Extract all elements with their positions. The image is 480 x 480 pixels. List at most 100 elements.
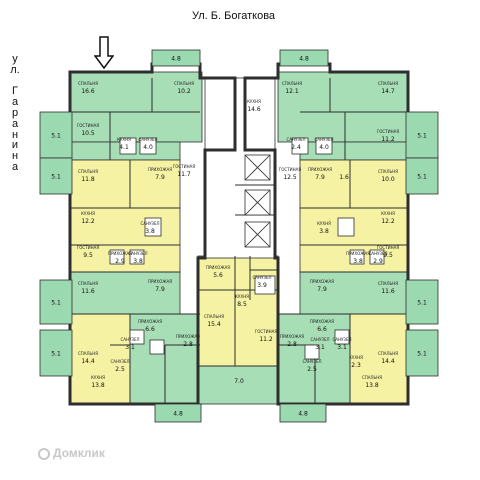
room-area-label: 14.6: [247, 106, 261, 113]
room-type-label: СПАЛЬНЯ: [78, 281, 98, 286]
room-area-label: 12.2: [81, 218, 95, 225]
room-area-label: 6.6: [317, 326, 327, 333]
balcony-area-label: 5.1: [51, 133, 61, 140]
room-type-label: ГОСТИНАЯ: [173, 164, 196, 169]
balcony: [279, 403, 327, 423]
room-area-label: 3.8: [133, 258, 143, 265]
room-area-label: 6.6: [145, 326, 155, 333]
room-type-label: КУХНЯ: [381, 211, 395, 216]
balcony-area-label: 5.1: [417, 300, 427, 307]
apartment-zone: [69, 71, 203, 143]
room-type-label: САНУЗЕЛ: [286, 137, 305, 142]
street-left-letter: у: [12, 53, 18, 65]
watermark-text: Домклик: [53, 446, 105, 460]
balcony-area-label: 5.1: [417, 133, 427, 140]
room-type-label: КУХНЯ: [317, 221, 331, 226]
room-type-label: СПАЛЬНЯ: [174, 81, 194, 86]
elevator-shaft-cross: [244, 189, 271, 216]
room-type-label: СПАЛЬНЯ: [282, 81, 302, 86]
street-left-letter: Г: [12, 85, 18, 98]
room-area-label: 11.6: [381, 288, 395, 295]
room-area-label: 3.9: [257, 282, 267, 289]
bathroom-fixture: [291, 137, 309, 155]
bathroom-fixture: [119, 137, 137, 155]
street-left-letter: и: [11, 139, 19, 152]
balcony: [151, 49, 201, 67]
room-area-label: 7.9: [155, 174, 165, 181]
balcony-area-label: 5.1: [51, 351, 61, 358]
room-type-label: ПРИХОЖАЯ: [206, 265, 230, 270]
room-area-label: 4.0: [143, 144, 153, 151]
room-type-label: СПАЛЬНЯ: [378, 281, 398, 286]
bathroom-fixture: [304, 344, 320, 360]
room-type-label: САНУЗЕЛ: [140, 221, 159, 226]
room-type-label: ПРИХОЖАЯ: [108, 251, 132, 256]
watermark: Домклик: [38, 446, 105, 460]
room-area-label: 3.1: [125, 344, 135, 351]
apartment-zone: [299, 159, 409, 209]
room-area-label: 2.5: [115, 366, 125, 373]
room-area-label: 3.8: [319, 228, 329, 235]
room-area-label: 15.4: [207, 321, 221, 328]
room-area-label: 10.2: [177, 88, 191, 95]
bathroom-fixture: [315, 137, 333, 155]
room-area-label: 3.1: [315, 344, 325, 351]
room-area-label: 8.5: [237, 301, 247, 308]
balcony: [39, 329, 73, 377]
room-area-label: 12.5: [283, 174, 297, 181]
entrance-arrow-icon: [94, 36, 114, 70]
balcony: [405, 279, 439, 325]
balcony-area-label: 5.1: [417, 174, 427, 181]
balcony-area-label: 5.1: [51, 300, 61, 307]
room-area-label: 2.5: [307, 366, 317, 373]
room-type-label: КУХНЯ: [349, 355, 363, 360]
bathroom-fixture: [254, 275, 276, 295]
bathroom-fixture: [149, 339, 165, 355]
room-type-label: СПАЛЬНЯ: [378, 351, 398, 356]
room-type-label: КУХНЯ: [235, 294, 249, 299]
balcony: [154, 403, 202, 423]
bathroom-fixture: [369, 249, 385, 265]
room-area-label: 7.9: [317, 286, 327, 293]
room-type-label: КУХНЯ: [91, 375, 105, 380]
balcony-area-label: 4.8: [171, 56, 181, 63]
street-left-letter: н: [11, 128, 19, 141]
street-left-letter: л.: [10, 63, 20, 76]
room-area-label: 4.1: [119, 144, 129, 151]
room-type-label: КУХНЯ: [247, 99, 261, 104]
outer-wall: [243, 62, 410, 406]
room-area-label: 3.8: [353, 258, 363, 265]
room-area-label: 5.6: [213, 272, 223, 279]
room-type-label: САНУЗЕЛ: [138, 137, 157, 142]
room-area-label: 9.5: [83, 252, 93, 259]
apartment-zone: [69, 159, 181, 209]
room-area-label: 11.2: [381, 136, 395, 143]
bathroom-fixture: [144, 217, 162, 237]
balcony-area-label: 5.1: [417, 351, 427, 358]
room-area-label: 10.0: [381, 176, 395, 183]
room-type-label: САНУЗЕЛ: [302, 359, 321, 364]
balcony-area-label: 4.8: [298, 411, 308, 418]
room-type-label: КУХНЯ: [81, 211, 95, 216]
room-type-label: ГОСТИНАЯ: [377, 129, 400, 134]
room-area-label: 12.1: [285, 88, 299, 95]
balcony-area-label: 4.8: [173, 411, 183, 418]
room-area-label: 11.2: [259, 336, 273, 343]
room-area-label: 16.6: [81, 88, 95, 95]
room-type-label: САНУЗЕЛ: [120, 337, 139, 342]
room-type-label: ПРИХОЖАЯ: [310, 279, 334, 284]
room-type-label: ПРИХОЖАЯ: [176, 334, 200, 339]
room-type-label: ГОСТИНАЯ: [255, 329, 278, 334]
room-type-label: СПАЛЬНЯ: [78, 81, 98, 86]
room-type-label: СПАЛЬНЯ: [78, 169, 98, 174]
street-left-letter: а: [11, 117, 19, 130]
balcony-area-label: 4.8: [299, 56, 309, 63]
room-type-label: СПАЛЬНЯ: [204, 314, 224, 319]
room-type-label: ПРИХОЖАЯ: [280, 334, 304, 339]
room-type-label: ПРИХОЖАЯ: [138, 319, 162, 324]
room-type-label: КУХНЯ: [117, 137, 131, 142]
room-area-label: 2.8: [287, 341, 297, 348]
room-area-label: 7.0: [234, 378, 244, 385]
room-area-label: 7.9: [315, 174, 325, 181]
